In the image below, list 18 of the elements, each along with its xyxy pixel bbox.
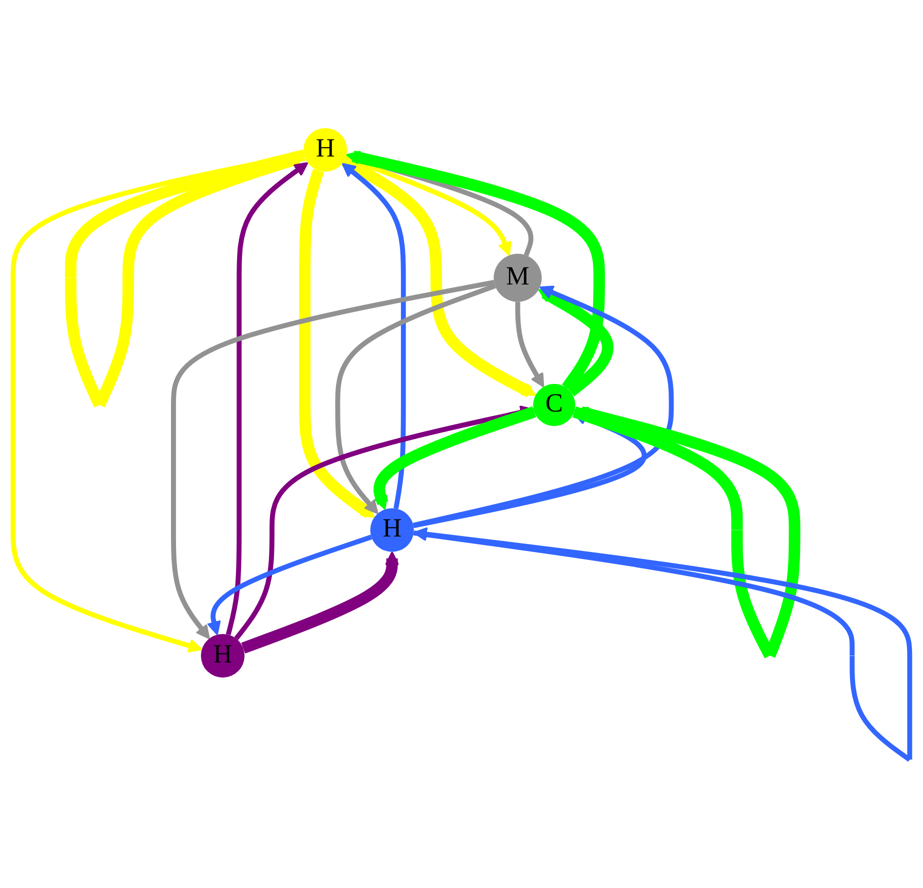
arrow — [341, 156, 536, 398]
node-circle: C — [533, 384, 576, 426]
node-circle: H — [200, 634, 245, 678]
arrow — [206, 534, 372, 636]
arrow — [515, 302, 544, 388]
arrow — [374, 406, 536, 510]
node-circle: H — [304, 128, 348, 172]
arrow — [412, 286, 674, 528]
arrow — [342, 162, 406, 509]
arrow — [538, 288, 614, 396]
node-circle: H — [370, 508, 414, 552]
node-circle: M — [494, 254, 542, 302]
arrow — [299, 168, 376, 518]
arrow — [335, 284, 496, 514]
arrow — [171, 280, 495, 640]
arrow — [572, 406, 800, 658]
arrow — [241, 551, 400, 654]
arrow — [226, 162, 308, 636]
